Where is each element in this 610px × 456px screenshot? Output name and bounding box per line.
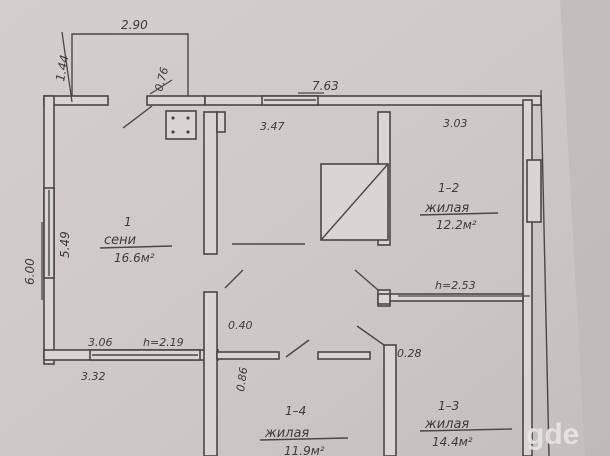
wall-partition-h [389,293,524,302]
wall-lower-left [203,291,218,456]
room-name: жилая [424,201,469,216]
stoves [165,110,391,305]
dim-door-28: 0.28 [397,347,422,360]
wall-mid-bottom2 [317,351,371,360]
dim-door-40: 0.40 [228,319,253,332]
room-1-4: 1–4 жилая 11.9м² [259,404,349,456]
dim-bottom-inner: 3.06 [88,336,113,349]
top-wall [204,95,542,106]
wall-hall-right [203,111,218,255]
room-1: 1 сени 16.6м² [99,215,173,265]
room-area: 12.2м² [436,218,477,232]
dim-left-inner: 5.49 [58,231,72,258]
dimension-lines [41,31,530,300]
stove-small [165,110,197,140]
dim-porch-depth: 1.44 [53,54,71,83]
dim-porch-width: 2.90 [121,18,148,32]
wall-lower-center-right [383,344,397,456]
door-swings [122,105,385,358]
dim-total-depth: 6.00 [23,258,37,285]
dim-bottom-outer: 3.32 [81,370,106,383]
height-left: h=2.19 [143,336,184,349]
room-area: 16.6м² [114,251,155,265]
wall-hall-stub [216,111,226,133]
stove-marker [377,293,391,305]
room-name: сени [104,233,136,248]
wall-mid-bottom [216,351,280,360]
paper-fold-shadow [560,0,610,456]
room-area: 14.4м² [432,435,473,449]
room-number: 1–4 [285,404,306,418]
room-name: жилая [424,417,469,432]
dim-total-width: 7.63 [312,79,339,93]
dim-top-right: 3.03 [443,117,468,130]
window-right [526,159,542,223]
right-wall [522,99,533,456]
dim-top-mid: 3.47 [260,120,285,133]
watermark-logo: gde [526,418,579,451]
porch-wall-right [146,95,206,106]
porch [43,33,206,106]
room-1-3: 1–3 жилая 14.4м² [419,399,513,449]
room-number: 1–3 [438,399,459,413]
room-number: 1–2 [438,181,459,195]
windows [43,95,542,361]
room-1-2: 1–2 жилая 12.2м² [419,181,499,232]
height-right: h=2.53 [435,279,476,292]
room-number: 1 [124,215,132,229]
dim-porch-door: 0.76 [152,66,171,93]
room-name: жилая [264,426,309,441]
room-area: 11.9м² [284,444,325,456]
dim-door-86: 0.86 [234,366,250,392]
outer-right-line [540,89,550,456]
